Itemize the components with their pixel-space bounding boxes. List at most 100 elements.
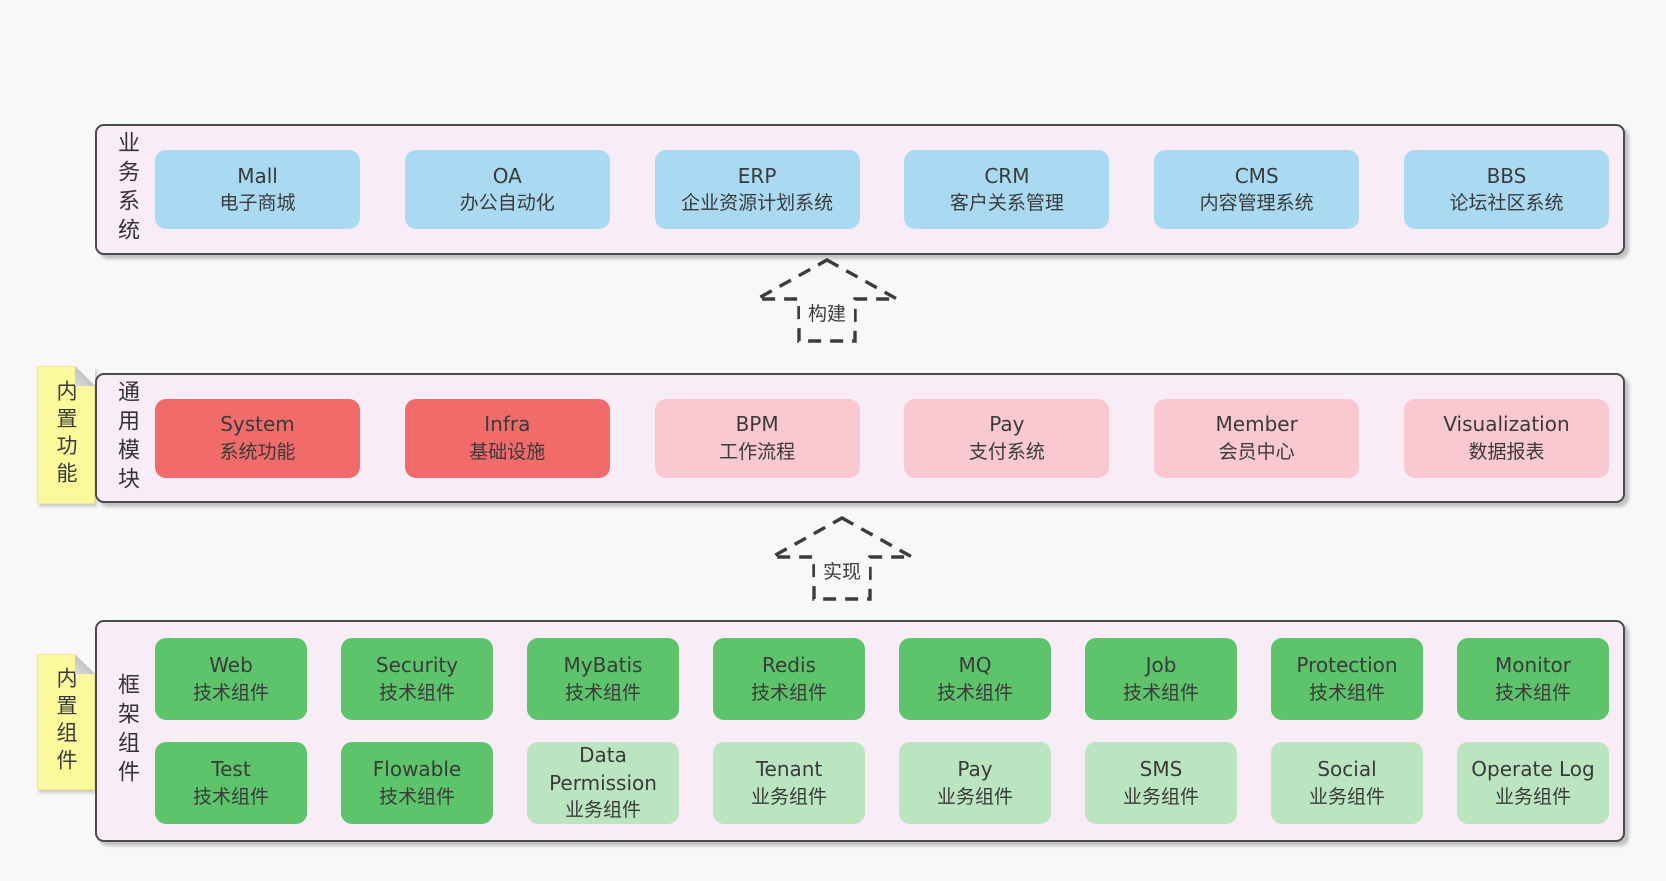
box-subtitle: 技术组件 [192, 785, 269, 808]
box-title: Redis [762, 653, 816, 678]
box-title: MyBatis [563, 653, 643, 678]
band-common-modules: 通用模块 System 系统功能 Infra 基础设施 BPM 工作流程 Pay… [95, 373, 1625, 503]
arrow-label-backdrop [800, 300, 854, 326]
box-title: SMS [1139, 757, 1183, 782]
box-title: OA [492, 163, 522, 188]
box-title: Pay [957, 757, 993, 782]
arrow-outline [750, 258, 904, 343]
box-sms: SMS 业务组件 [1085, 742, 1237, 824]
box-test: Test 技术组件 [155, 742, 307, 824]
box-subtitle: 技术组件 [378, 785, 455, 808]
box-title: Monitor [1494, 653, 1572, 678]
box-mq: MQ 技术组件 [899, 638, 1051, 720]
band-label-common-modules: 通用模块 [114, 379, 139, 497]
box-tenant: Tenant 业务组件 [713, 742, 865, 824]
box-title: Operate Log [1471, 757, 1595, 782]
box-subtitle: 客户关系管理 [949, 192, 1064, 215]
box-pay-module: Pay 支付系统 [904, 398, 1110, 478]
box-title: Web [209, 653, 253, 678]
box-member: Member 会员中心 [1154, 398, 1360, 478]
box-subtitle: 业务组件 [750, 785, 827, 808]
box-subtitle: 企业资源计划系统 [681, 192, 834, 215]
box-subtitle: 电子商城 [219, 192, 296, 215]
box-subtitle: 技术组件 [1122, 681, 1199, 704]
box-cms: CMS 内容管理系统 [1154, 150, 1360, 229]
box-oa: OA 办公自动化 [404, 150, 610, 229]
box-operate-log: Operate Log 业务组件 [1457, 742, 1609, 824]
arrow-label-backdrop [815, 558, 869, 584]
box-crm: CRM 客户关系管理 [904, 150, 1110, 229]
box-subtitle: 业务组件 [1494, 785, 1571, 808]
box-redis: Redis 技术组件 [713, 638, 865, 720]
box-subtitle: 系统功能 [219, 440, 296, 463]
band-label-framework-components: 框架组件 [114, 672, 139, 790]
box-title: ERP [737, 163, 777, 188]
box-subtitle: 业务组件 [1122, 785, 1199, 808]
box-title: BPM [735, 412, 779, 437]
box-title: Infra [484, 412, 531, 437]
box-title: Member [1215, 412, 1298, 437]
box-erp: ERP 企业资源计划系统 [654, 150, 860, 229]
box-subtitle: 基础设施 [469, 440, 546, 463]
box-subtitle: 技术组件 [1308, 681, 1385, 704]
box-system: System 系统功能 [155, 398, 360, 478]
box-subtitle: 技术组件 [1494, 681, 1571, 704]
box-subtitle: 内容管理系统 [1199, 192, 1314, 215]
box-flowable: Flowable 技术组件 [341, 742, 493, 824]
box-title: MQ [958, 653, 992, 678]
folded-corner-icon [75, 654, 95, 674]
sticky-note-built-in-features: 内置功能 [37, 366, 95, 504]
box-visualization: Visualization 数据报表 [1403, 398, 1609, 478]
box-title: CMS [1234, 163, 1279, 188]
arrow-up-build-icon: 构建 [750, 258, 904, 343]
box-subtitle: 业务组件 [1308, 785, 1385, 808]
box-title: Flowable [372, 757, 462, 782]
folded-corner-icon [75, 366, 95, 386]
box-title: Mall [237, 163, 278, 188]
business-boxes: Mall 电子商城 OA 办公自动化 ERP 企业资源计划系统 CRM 客户关系… [155, 126, 1609, 253]
band-label-business-systems: 业务系统 [114, 131, 139, 248]
box-security: Security 技术组件 [341, 638, 493, 720]
sticky-note-built-in-components: 内置组件 [37, 654, 95, 790]
band-business-systems: 业务系统 Mall 电子商城 OA 办公自动化 ERP 企业资源计划系统 CRM… [95, 124, 1625, 255]
box-subtitle: 业务组件 [564, 799, 641, 822]
arrow-up-implement-icon: 实现 [765, 516, 919, 601]
box-job: Job 技术组件 [1085, 638, 1237, 720]
box-title: System [220, 412, 295, 437]
box-subtitle: 论坛社区系统 [1449, 192, 1564, 215]
box-title: Test [211, 757, 251, 782]
box-subtitle: 工作流程 [719, 440, 796, 463]
box-subtitle: 技术组件 [378, 681, 455, 704]
arrow-implement-label: 实现 [823, 561, 861, 583]
box-pay-component: Pay 业务组件 [899, 742, 1051, 824]
box-subtitle: 技术组件 [750, 681, 827, 704]
box-subtitle: 业务组件 [936, 785, 1013, 808]
band-framework-components: 框架组件 Web 技术组件 Security 技术组件 MyBatis 技术组件… [95, 620, 1625, 842]
framework-row-2: Test 技术组件 Flowable 技术组件 Data Permission … [155, 742, 1609, 824]
box-title: Pay [989, 412, 1025, 437]
box-subtitle: 支付系统 [968, 440, 1045, 463]
box-title: Security [375, 653, 459, 678]
box-title: Visualization [1443, 412, 1570, 437]
arrow-build-label: 构建 [808, 303, 846, 325]
box-bbs: BBS 论坛社区系统 [1403, 150, 1609, 229]
box-monitor: Monitor 技术组件 [1457, 638, 1609, 720]
box-title: CRM [984, 163, 1030, 188]
box-social: Social 业务组件 [1271, 742, 1423, 824]
box-bpm: BPM 工作流程 [654, 398, 860, 478]
box-subtitle: 技术组件 [192, 681, 269, 704]
sticky-label: 内置组件 [54, 667, 78, 777]
arrow-outline [765, 516, 919, 601]
framework-row-1: Web 技术组件 Security 技术组件 MyBatis 技术组件 Redi… [155, 638, 1609, 720]
box-web: Web 技术组件 [155, 638, 307, 720]
box-data-permission: Data Permission 业务组件 [527, 742, 679, 824]
box-subtitle: 数据报表 [1468, 440, 1545, 463]
box-protection: Protection 技术组件 [1271, 638, 1423, 720]
box-title: BBS [1486, 163, 1527, 188]
box-title: Social [1317, 757, 1377, 782]
framework-boxes: Web 技术组件 Security 技术组件 MyBatis 技术组件 Redi… [155, 622, 1609, 840]
box-infra: Infra 基础设施 [404, 398, 610, 478]
box-subtitle: 会员中心 [1218, 440, 1295, 463]
box-title: Protection [1296, 653, 1398, 678]
